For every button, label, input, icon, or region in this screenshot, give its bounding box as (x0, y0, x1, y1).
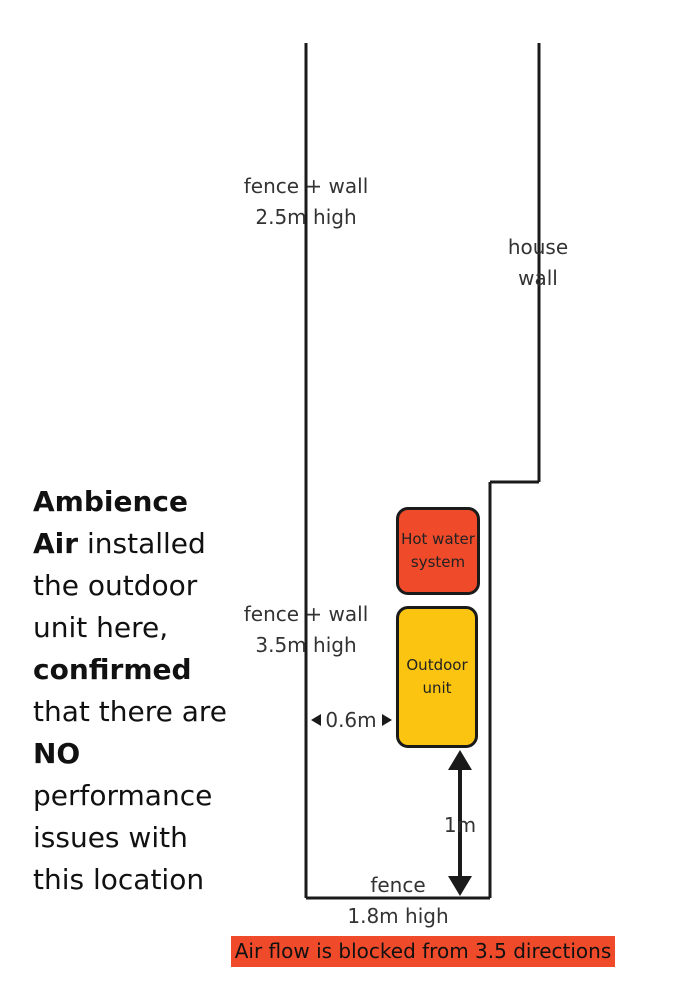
lower-fence-label: fence + wall 3.5m high (236, 599, 376, 661)
note-confirmed: confirmed (33, 653, 192, 686)
distance-arrow-head-up (448, 750, 472, 770)
lower-fence-label-line1: fence + wall (243, 602, 369, 626)
distance-arrow-head-down (448, 876, 472, 896)
lower-fence-label-line2: 3.5m high (255, 633, 357, 657)
upper-fence-label-line1: fence + wall (243, 174, 369, 198)
front-fence-label-line2: 1.8m high (347, 904, 449, 928)
outdoor-unit-label-line1: Outdoor (406, 656, 468, 674)
note-text-3: performance issues with this location (33, 779, 213, 896)
upper-fence-label-line2: 2.5m high (255, 205, 357, 229)
front-fence-label: fence 1.8m high (333, 870, 463, 932)
house-wall-label: house wall (488, 232, 588, 294)
house-wall-label-line2: wall (518, 266, 558, 290)
hot-water-label-line2: system (410, 553, 466, 571)
airflow-warning-banner: Air flow is blocked from 3.5 directions (231, 936, 615, 967)
note-text-1: installed the outdoor unit here, (33, 527, 206, 644)
hot-water-label-line1: Hot water (401, 530, 475, 548)
outdoor-unit-label-line2: unit (422, 679, 452, 697)
front-distance-label: 1m (443, 813, 477, 837)
note-text-2: that there are (33, 695, 228, 728)
upper-fence-label: fence + wall 2.5m high (236, 171, 376, 233)
outdoor-unit-box: Outdoor unit (396, 606, 478, 748)
gap-width-label: 0.6m (325, 708, 377, 732)
note-no: NO (33, 737, 81, 770)
note-company-name: Ambience Air (33, 485, 188, 560)
hot-water-system-box: Hot water system (396, 507, 480, 595)
gap-arrow-right (382, 714, 392, 726)
gap-arrow-left (311, 714, 321, 726)
house-wall-label-line1: house (507, 235, 569, 259)
installer-note: Ambience Air installed the outdoor unit … (33, 481, 233, 901)
front-fence-label-line1: fence (370, 873, 426, 897)
